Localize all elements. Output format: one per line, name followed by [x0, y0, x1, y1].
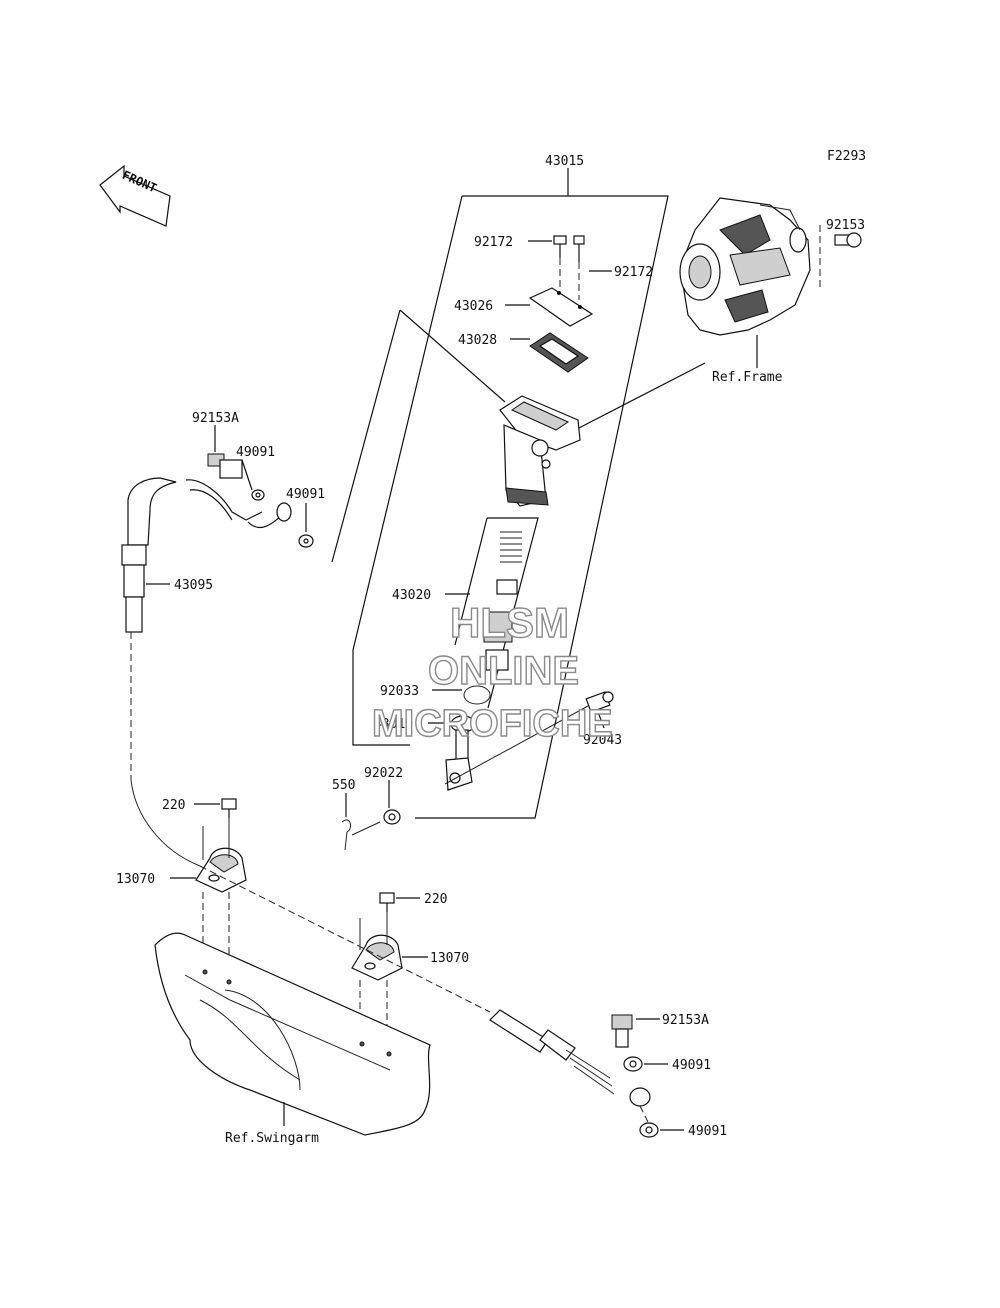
callout-49091-c: 49091 — [672, 1058, 711, 1073]
callout-92172-b: 92172 — [614, 265, 653, 280]
callout-43015: 43015 — [545, 154, 584, 169]
ref-frame-label: Ref.Frame — [712, 370, 783, 385]
callout-92172-a: 92172 — [474, 235, 513, 250]
washer-92022-icon — [383, 809, 401, 825]
swingarm-reference-part — [154, 932, 431, 1136]
screw-92172-a-icon — [553, 235, 567, 290]
callout-43095: 43095 — [174, 578, 213, 593]
piston-kit-43020-icon — [483, 531, 522, 671]
cotter-pin-550-icon — [341, 819, 352, 851]
bolt-220-a-icon — [221, 798, 237, 818]
callout-92153: 92153 — [826, 218, 865, 233]
clamp-13070-b-icon — [351, 934, 403, 981]
watermark-line1: HLSM — [450, 599, 569, 646]
callout-49091-a: 49091 — [236, 445, 275, 460]
master-cylinder-assembly-bracket — [331, 168, 669, 819]
piston-kit-bracket — [487, 517, 539, 709]
washer-49091-b-icon — [298, 534, 314, 548]
banjo-bolt-92153A-bottom-icon — [611, 1014, 633, 1048]
callout-49091-d: 49091 — [688, 1124, 727, 1139]
frame-reference-part — [679, 197, 811, 336]
callout-49091-b: 49091 — [286, 487, 325, 502]
washer-49091-d-icon — [639, 1122, 659, 1138]
frame-mount-line — [574, 362, 706, 431]
washer-49091-c-icon — [623, 1056, 643, 1072]
callout-43020: 43020 — [392, 588, 431, 603]
diaphragm-43028-icon — [529, 332, 589, 373]
callout-13070-b: 13070 — [430, 951, 469, 966]
callout-550: 550 — [332, 778, 355, 793]
callout-92153A-bottom: 92153A — [662, 1013, 709, 1028]
lower-hose-end-icon — [489, 1009, 651, 1107]
callout-13070-a: 13070 — [116, 872, 155, 887]
master-cylinder-body-icon — [499, 395, 581, 507]
callout-92033: 92033 — [380, 684, 419, 699]
diagram-code: F2293 — [827, 149, 866, 164]
bolt-92153-icon — [834, 232, 862, 248]
callout-92043: 92043 — [583, 733, 622, 748]
bolt-220-b-icon — [379, 892, 395, 912]
brake-hose-43095-icon — [121, 477, 292, 633]
clamp-13070-a-icon — [195, 847, 247, 893]
screw-92172-b-icon — [573, 235, 585, 300]
watermark-line3: MICROFICHE — [372, 703, 613, 745]
washer-49091-a-icon — [251, 489, 265, 501]
push-rod-43010-icon — [445, 715, 476, 791]
watermark-line2: ONLINE — [428, 649, 579, 693]
banjo-bolt-92153A-top-icon — [207, 453, 243, 479]
callout-43010: 43010 — [374, 717, 413, 732]
callout-220-b: 220 — [424, 892, 447, 907]
callout-43028: 43028 — [458, 333, 497, 348]
callout-220-a: 220 — [162, 798, 185, 813]
front-arrow-icon: FRONT — [99, 164, 171, 227]
callout-92153A-top: 92153A — [192, 411, 239, 426]
hose-routing-guide — [199, 865, 491, 1013]
callout-92022: 92022 — [364, 766, 403, 781]
reservoir-cap-43026-icon — [528, 287, 594, 327]
circlip-92033-icon — [463, 685, 491, 705]
ref-swingarm-label: Ref.Swingarm — [225, 1131, 319, 1146]
callout-43026: 43026 — [454, 299, 493, 314]
watermark: HLSM ONLINE MICROFICHE — [371, 598, 613, 745]
clevis-pin-92043-icon — [585, 691, 614, 713]
